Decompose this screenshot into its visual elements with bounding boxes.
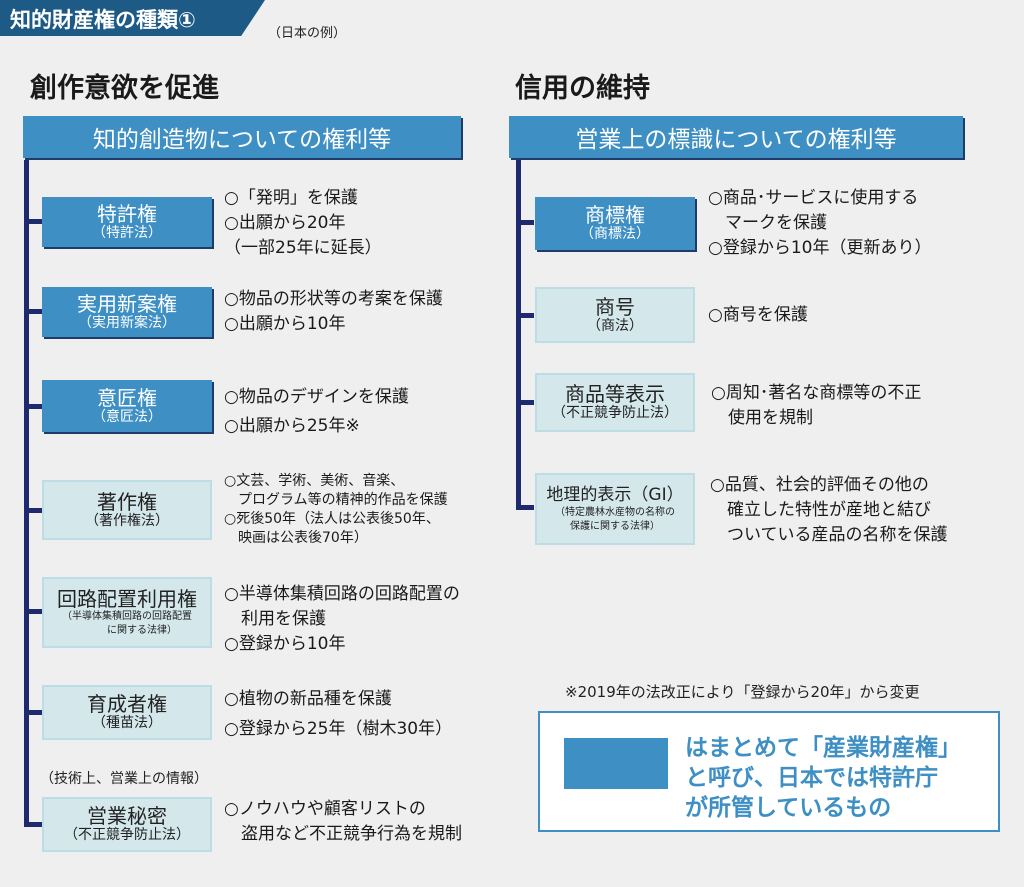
right-box-utility-model: 実用新案権 （実用新案法）	[42, 287, 212, 337]
right-description: ○文芸、学術、美術、音楽、 プログラム等の精神的作品を保護 ○死後50年（法人は…	[224, 473, 448, 546]
right-box-trade-name: 商号 （商法）	[535, 287, 695, 343]
tree-branch	[520, 313, 534, 318]
law-name: （特許法）	[92, 224, 162, 241]
tree-branch	[28, 710, 42, 715]
legend-text: はまとめて「産業財産権」 と呼び、日本では特許庁 が所管しているもの	[685, 735, 961, 821]
right-name: 商品等表示	[565, 382, 665, 406]
right-description: ○商品･サービスに使用する マークを保護 ○登録から10年（更新あり）	[708, 188, 932, 258]
right-name: 特許権	[97, 201, 157, 226]
trade-secret-label: （技術上、営業上の情報）	[40, 771, 208, 787]
right-description: ○物品の形状等の考案を保護 ○出願から10年	[224, 289, 443, 334]
tree-branch	[28, 219, 42, 224]
law-name: （不正競争防止法）	[552, 405, 678, 421]
law-name: （著作権法）	[85, 512, 169, 529]
right-description: ○植物の新品種を保護 ○登録から25年（樹木30年）	[224, 689, 453, 739]
tree-branch	[520, 505, 534, 510]
tree-branch	[520, 400, 534, 405]
right-box-product-indication: 商品等表示 （不正競争防止法）	[535, 373, 695, 432]
tree-branch	[28, 404, 42, 409]
right-box-patent: 特許権 （特許法）	[42, 197, 212, 247]
right-box-geographical-indication: 地理的表示（GI） （特定農林水産物の名称の 保護に関する法律）	[535, 473, 695, 545]
law-name: （特定農林水産物の名称の 保護に関する法律）	[555, 507, 675, 532]
law-name: （商法）	[587, 317, 643, 334]
legend-swatch	[564, 738, 668, 789]
right-box-design: 意匠権 （意匠法）	[42, 380, 212, 432]
legend-box: はまとめて「産業財産権」 と呼び、日本では特許庁 が所管しているもの	[538, 711, 1000, 832]
tree-branch	[28, 508, 42, 513]
tree-branch	[28, 309, 42, 314]
law-name: （商標法）	[580, 226, 650, 242]
page-title: 知的財産権の種類①	[10, 8, 196, 32]
tree-branch	[520, 220, 534, 225]
right-category-header: 営業上の標識についての権利等	[509, 116, 963, 158]
right-name: 商標権	[585, 203, 645, 227]
law-name: （不正競争防止法）	[64, 827, 190, 843]
right-description: ○半導体集積回路の回路配置の 利用を保護 ○登録から10年	[224, 584, 460, 654]
page-subtitle: （日本の例）	[268, 26, 347, 41]
right-name: 営業秘密	[87, 804, 167, 828]
title-banner	[0, 0, 265, 36]
right-name: 著作権	[97, 489, 157, 514]
law-name: （種苗法）	[92, 715, 162, 731]
tree-branch	[28, 822, 42, 827]
right-description: ○「発明」を保護 ○出願から20年 （一部25年に延長）	[224, 188, 382, 258]
right-box-circuit-layout: 回路配置利用権 （半導体集積回路の回路配置 に関する法律）	[42, 577, 212, 648]
right-section-title: 信用の維持	[515, 73, 650, 104]
right-name: 育成者権	[87, 692, 167, 716]
right-box-plant-breeder: 育成者権 （種苗法）	[42, 685, 212, 740]
right-description: ○周知･著名な商標等の不正 使用を規制	[711, 383, 922, 428]
left-tree-line	[24, 160, 29, 827]
right-name: 地理的表示（GI）	[546, 485, 684, 505]
left-category-header: 知的創造物についての権利等	[23, 116, 461, 158]
right-box-trade-secret: 営業秘密 （不正競争防止法）	[42, 797, 212, 852]
footnote: ※2019年の法改正により「登録から20年」から変更	[565, 683, 920, 701]
tree-branch	[28, 609, 42, 614]
right-name: 意匠権	[97, 385, 157, 410]
right-name: 実用新案権	[77, 291, 177, 316]
left-section-title: 創作意欲を促進	[30, 73, 219, 104]
law-name: （意匠法）	[92, 408, 162, 425]
right-tree-line	[516, 160, 521, 510]
right-description: ○品質、社会的評価その他の 確立した特性が産地と結び ついている産品の名称を保護	[710, 475, 948, 545]
right-box-copyright: 著作権 （著作権法）	[42, 480, 212, 540]
right-name: 商号	[595, 294, 635, 319]
law-name: （実用新案法）	[78, 314, 176, 331]
law-name: （半導体集積回路の回路配置 に関する法律）	[62, 610, 192, 636]
right-description: ○商号を保護	[708, 305, 808, 325]
right-box-trademark: 商標権 （商標法）	[535, 197, 695, 250]
right-description: ○物品のデザインを保護 ○出願から25年※	[224, 387, 409, 436]
right-name: 回路配置利用権	[57, 586, 197, 611]
right-description: ○ノウハウや顧客リストの 盗用など不正競争行為を規制	[224, 799, 462, 844]
